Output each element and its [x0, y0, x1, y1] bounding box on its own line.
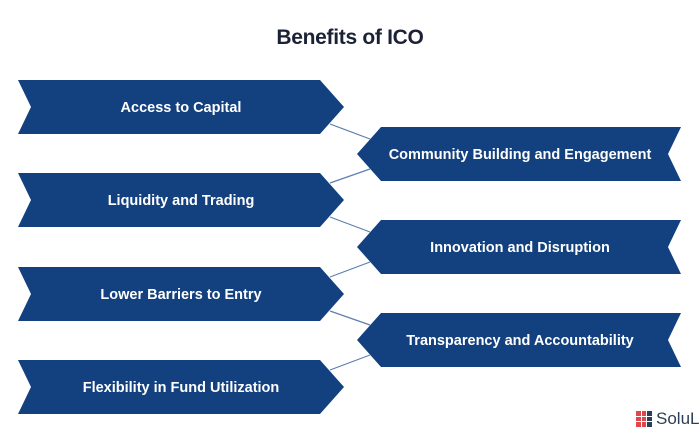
- diagram-title: Benefits of ICO: [276, 26, 424, 49]
- benefit-label: Access to Capital: [121, 100, 242, 116]
- benefit-right-0: Community Building and Engagement: [357, 127, 681, 181]
- chevron-shape: [357, 313, 681, 367]
- connector-line: [329, 216, 371, 233]
- connector-line: [329, 310, 371, 326]
- benefit-label: Community Building and Engagement: [389, 147, 652, 163]
- chevron-shape: [18, 267, 344, 321]
- logo-icon: [636, 411, 652, 427]
- chevron-shape: [18, 360, 344, 414]
- benefit-label: Innovation and Disruption: [430, 240, 610, 256]
- chevron-shape: [357, 127, 681, 181]
- benefit-label: Lower Barriers to Entry: [100, 287, 261, 303]
- benefit-left-2: Lower Barriers to Entry: [18, 267, 344, 321]
- chevron-shape: [357, 220, 681, 274]
- benefit-left-3: Flexibility in Fund Utilization: [18, 360, 344, 414]
- connector-line: [329, 168, 371, 184]
- brand-logo: SoluL: [636, 409, 699, 429]
- benefit-right-1: Innovation and Disruption: [357, 220, 681, 274]
- benefit-right-2: Transparency and Accountability: [357, 313, 681, 367]
- connector-line: [329, 261, 371, 278]
- benefit-label: Transparency and Accountability: [406, 333, 634, 349]
- connector-line: [329, 354, 371, 371]
- benefit-left-0: Access to Capital: [18, 80, 344, 134]
- connector-line: [329, 123, 371, 140]
- benefit-label: Flexibility in Fund Utilization: [83, 380, 280, 396]
- benefit-left-1: Liquidity and Trading: [18, 173, 344, 227]
- chevron-shape: [18, 80, 344, 134]
- logo-text: SoluL: [656, 409, 700, 428]
- benefit-label: Liquidity and Trading: [108, 193, 255, 209]
- chevron-shape: [18, 173, 344, 227]
